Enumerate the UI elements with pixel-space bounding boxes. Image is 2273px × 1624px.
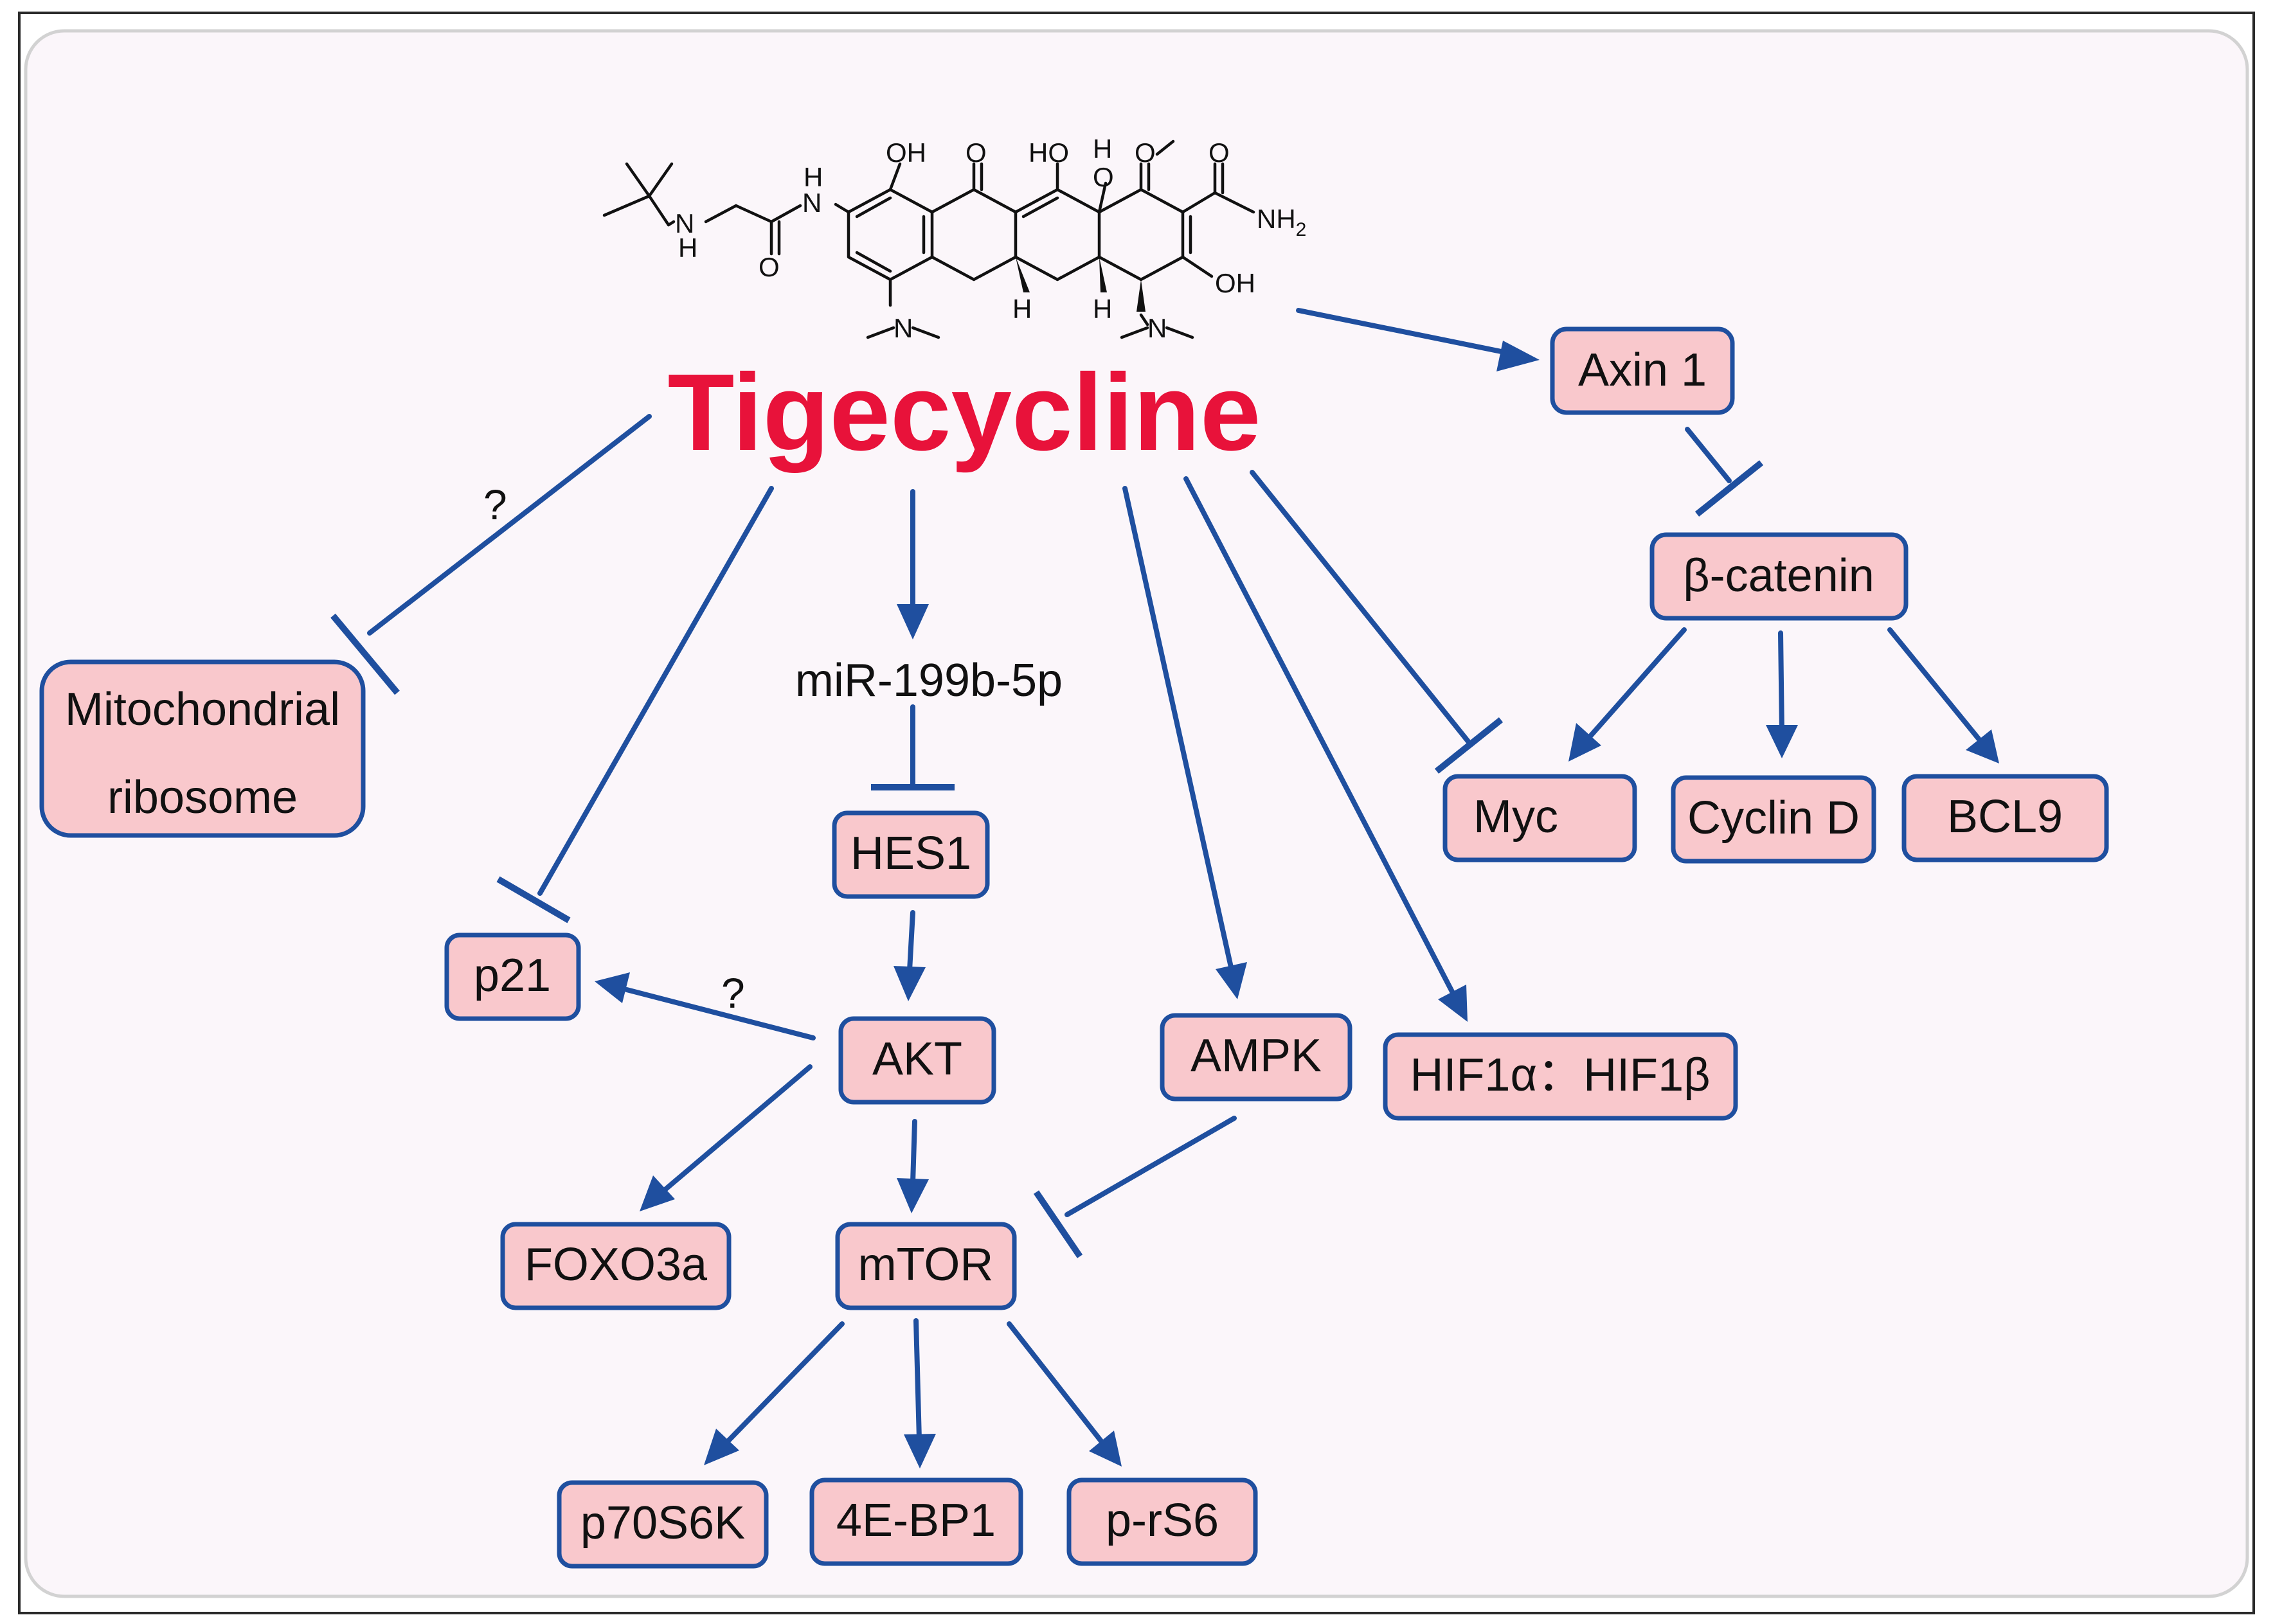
chem-label-n-dimethyl1: N xyxy=(894,313,913,343)
question-mark-akt-p21: ? xyxy=(721,969,745,1017)
edge-axin1-betacatenin xyxy=(1685,427,1732,483)
node-cyclin-d-label: Cyclin D xyxy=(1687,792,1860,844)
outer-frame xyxy=(18,12,2255,1614)
arrowhead-foxo3a xyxy=(640,1175,675,1211)
panel-background xyxy=(24,29,2249,1598)
node-p70s6k-label: p70S6K xyxy=(580,1497,745,1549)
chem-label-o-top: O xyxy=(1135,138,1156,168)
chem-label-n-amine: N xyxy=(675,208,694,238)
edge-mtor-prs6 xyxy=(1007,1321,1105,1445)
chem-label-h-bottom1: H xyxy=(1012,294,1032,324)
bar-myc xyxy=(1434,717,1504,774)
bar-mito xyxy=(330,613,400,695)
chem-label-h-bottom2: H xyxy=(1093,294,1112,324)
node-p21-label: p21 xyxy=(474,950,551,1001)
node-beta-catenin: β-catenin xyxy=(1649,532,1909,621)
edge-tigecycline-myc xyxy=(1250,470,1471,745)
edges xyxy=(330,308,1999,1468)
edge-tigecycline-mito xyxy=(367,414,652,636)
node-mtor: mTOR xyxy=(835,1222,1017,1310)
node-foxo3a-label: FOXO3a xyxy=(525,1239,708,1290)
arrowhead-cyclind xyxy=(1766,725,1798,758)
arrowhead-mirna xyxy=(897,604,929,639)
edge-ampk-mtor xyxy=(1065,1116,1237,1217)
edge-tigecycline-ampk xyxy=(1122,486,1234,970)
node-p-rs6-label: p-rS6 xyxy=(1106,1495,1219,1546)
arrowhead-bcl9 xyxy=(1966,729,1999,763)
question-mark-mito: ? xyxy=(483,481,507,528)
node-p-rs6: p-rS6 xyxy=(1066,1477,1258,1566)
arrowhead-axin1 xyxy=(1496,341,1540,371)
edge-akt-foxo3a xyxy=(660,1064,813,1195)
edge-akt-mtor xyxy=(910,1119,917,1185)
chem-label-o-amide: O xyxy=(1208,138,1230,168)
arrowhead-p21 xyxy=(595,972,630,1003)
arrowhead-4ebp1 xyxy=(904,1434,936,1468)
node-axin1-label: Axin 1 xyxy=(1578,344,1707,396)
edge-tigecycline-hif xyxy=(1183,476,1455,995)
bar-p21 xyxy=(496,876,571,924)
edge-hes1-akt xyxy=(907,910,915,973)
node-hes1-label: HES1 xyxy=(850,828,971,879)
node-mito-label-1: Mitochondrial xyxy=(65,684,340,735)
node-myc: Myc xyxy=(1442,774,1637,862)
node-mtor-label: mTOR xyxy=(858,1239,994,1290)
edge-tigecycline-p21 xyxy=(537,486,774,896)
arrowhead-hif xyxy=(1438,985,1468,1022)
node-akt-label: AKT xyxy=(872,1033,962,1085)
node-mito-label-2: ribosome xyxy=(107,772,298,823)
node-beta-catenin-label: β-catenin xyxy=(1683,550,1874,602)
edge-tigecycline-axin1 xyxy=(1296,308,1520,357)
edge-betacatenin-cyclind xyxy=(1778,630,1784,735)
chem-label-h-top: H xyxy=(1093,134,1112,164)
chem-label-o: O xyxy=(966,138,987,168)
chem-label-h-nh: H xyxy=(804,162,823,192)
edge-betacatenin-myc xyxy=(1585,627,1687,742)
chem-label-o-left: O xyxy=(759,252,780,282)
node-4ebp1: 4E-BP1 xyxy=(809,1477,1023,1566)
node-akt: AKT xyxy=(838,1016,996,1105)
diagram-title: Tigecycline xyxy=(668,352,1261,474)
chem-label-ho: HO xyxy=(1029,138,1069,168)
node-hes1: HES1 xyxy=(832,810,990,899)
node-cyclin-d: Cyclin D xyxy=(1671,775,1876,864)
node-ampk-label: AMPK xyxy=(1190,1030,1322,1082)
arrowhead-akt xyxy=(894,966,926,1001)
chem-label-oh: OH xyxy=(886,138,926,168)
arrowhead-prs6 xyxy=(1089,1431,1122,1467)
chem-label-nh2-sub: 2 xyxy=(1296,219,1307,240)
edge-mtor-p70s6k xyxy=(724,1321,845,1445)
node-foxo3a: FOXO3a xyxy=(500,1222,732,1310)
chem-label-oh-right: OH xyxy=(1215,268,1255,298)
arrowhead-myc-from-bc xyxy=(1568,723,1601,762)
chem-label-h-amine: H xyxy=(678,233,697,263)
tigecycline-structure: OH O HO H O O O NH2 OH N H N H O H H N N xyxy=(602,134,1306,343)
node-hif-label: HIF1α：HIF1β xyxy=(1410,1049,1710,1101)
arrowhead-mtor xyxy=(897,1178,929,1213)
node-4ebp1-label: 4E-BP1 xyxy=(836,1495,996,1546)
node-p70s6k: p70S6K xyxy=(557,1480,769,1569)
chem-label-nh2-main: NH xyxy=(1257,204,1296,234)
bar-betacatenin xyxy=(1694,460,1764,517)
arrowhead-p70s6k xyxy=(704,1429,739,1465)
bar-mtor xyxy=(1033,1190,1083,1258)
mirna-label: miR-199b-5p xyxy=(795,655,1063,706)
chem-label-n-top: N xyxy=(802,188,822,218)
node-hif: HIF1α：HIF1β xyxy=(1383,1032,1738,1121)
node-mitochondrial-ribosome: Mitochondrial ribosome xyxy=(39,659,366,838)
edge-akt-p21 xyxy=(624,987,816,1040)
chem-label-n-dimethyl2: N xyxy=(1147,313,1167,343)
node-bcl9-label: BCL9 xyxy=(1947,791,2063,843)
chem-label-o-ring: O xyxy=(1093,162,1114,192)
node-ampk: AMPK xyxy=(1160,1013,1352,1102)
node-bcl9: BCL9 xyxy=(1901,774,2109,862)
node-p21: p21 xyxy=(444,932,581,1021)
arrowhead-ampk xyxy=(1216,962,1247,999)
edge-betacatenin-bcl9 xyxy=(1887,627,1982,743)
edge-mtor-4ebp1 xyxy=(913,1318,922,1442)
chem-label-nh2: NH2 xyxy=(1257,204,1306,240)
node-axin1: Axin 1 xyxy=(1550,326,1735,415)
node-myc-label: Myc xyxy=(1473,791,1558,843)
